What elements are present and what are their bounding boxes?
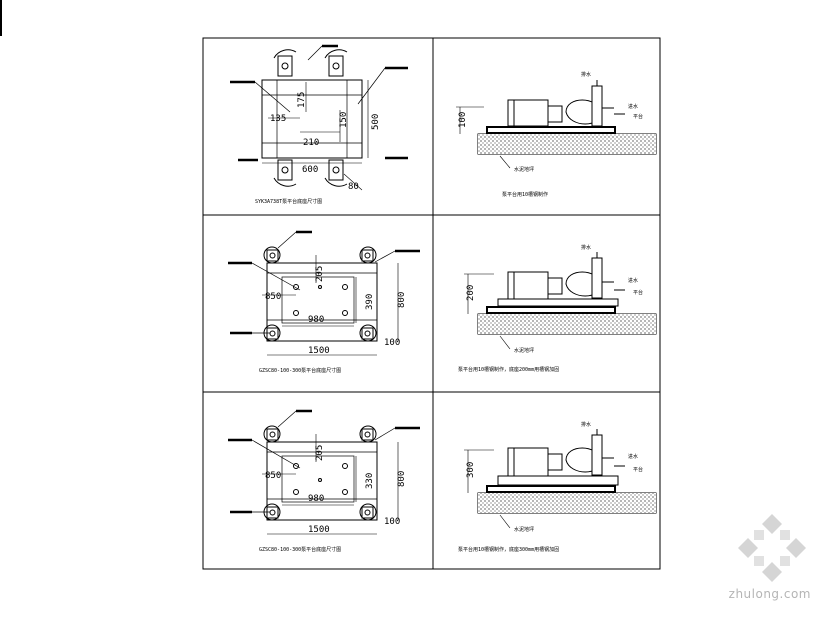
elevation-view-2: 200 排水 进水 平台 水泥地坪 泵平台用10槽钢制作，底座200mm用槽钢加…	[458, 244, 657, 373]
elev-caption-3: 泵平台用10槽钢制作，底座300mm用槽钢加固	[458, 546, 559, 553]
plan-view-2: 205 850 390 980 800 1500 100 GZSC80-100-…	[228, 230, 420, 374]
label-drain: 排水	[581, 421, 591, 428]
label-inlet: 进水	[628, 103, 638, 110]
dim-80: 80	[348, 182, 359, 192]
dim-210: 210	[303, 138, 319, 148]
dim-100: 100	[384, 338, 400, 348]
label-ground: 水泥地坪	[514, 166, 534, 173]
bolt-pad-icon	[263, 246, 377, 342]
elev-caption-1: 泵平台用10槽钢制作	[502, 191, 548, 198]
label-drain: 排水	[581, 244, 591, 251]
dim-500: 500	[371, 114, 381, 130]
plan-caption-3: GZSC80-100-300泵平台底座尺寸图	[259, 546, 341, 553]
label-platform: 平台	[633, 289, 643, 296]
dim-800: 800	[397, 292, 407, 308]
dim-100: 100	[384, 517, 400, 527]
elev-caption-2: 泵平台用10槽钢制作，底座200mm用槽钢加固	[458, 366, 559, 373]
dim-850: 850	[265, 471, 281, 481]
label-platform: 平台	[633, 113, 643, 120]
dim-800: 800	[397, 471, 407, 487]
bolt-pad-icon	[273, 49, 348, 187]
bolt-pad-icon	[263, 425, 377, 521]
dim-330: 330	[365, 473, 375, 489]
plan-view-3: 205 850 330 980 800 1500 100 GZSC80-100-…	[228, 409, 420, 553]
label-inlet: 进水	[628, 277, 638, 284]
plan-view-1: 175 135 150 210 500 600 80 SYK3A738T泵平台底…	[230, 44, 408, 205]
label-inlet: 进水	[628, 453, 638, 460]
dim-1500: 1500	[308, 346, 330, 356]
corner-mark	[0, 0, 2, 36]
dim-1500: 1500	[308, 525, 330, 535]
watermark-logo-icon	[738, 514, 806, 582]
elev-height-1: 100	[458, 112, 468, 128]
label-platform: 平台	[633, 466, 643, 473]
dim-600: 600	[302, 165, 318, 175]
elevation-view-3: 300 排水 进水 平台 水泥地坪 泵平台用10槽钢制作，底座300mm用槽钢加…	[458, 421, 657, 553]
sheet-frame	[202, 37, 661, 570]
dim-205: 205	[315, 445, 325, 461]
dim-150: 150	[339, 112, 349, 128]
elevation-view-1: 100 排水 进水 平台 水泥地坪 泵平台用10槽钢制作	[456, 71, 657, 198]
dim-980: 980	[308, 315, 324, 325]
plan-caption-1: SYK3A738T泵平台底座尺寸图	[255, 198, 322, 205]
label-drain: 排水	[581, 71, 591, 78]
label-ground: 水泥地坪	[514, 526, 534, 533]
watermark-text: zhulong.com	[728, 587, 811, 601]
dim-980: 980	[308, 494, 324, 504]
dim-175: 175	[297, 92, 307, 108]
dim-390: 390	[365, 294, 375, 310]
elev-height-2: 200	[466, 285, 476, 301]
plan-caption-2: GZSC80-100-300泵平台底座尺寸图	[259, 367, 341, 374]
elev-height-3: 300	[466, 462, 476, 478]
dim-850: 850	[265, 292, 281, 302]
dim-135: 135	[270, 114, 286, 124]
dim-205: 205	[315, 266, 325, 282]
label-ground: 水泥地坪	[514, 347, 534, 354]
